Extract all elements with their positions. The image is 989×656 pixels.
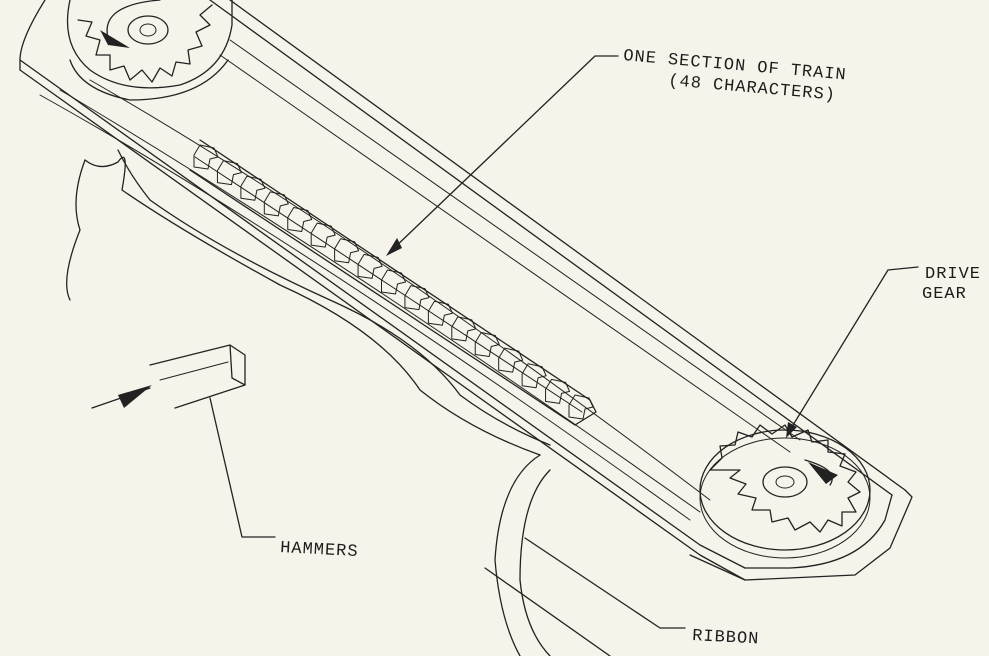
idler-rotation-arrow bbox=[106, 0, 161, 39]
idler-arrowhead-icon bbox=[100, 30, 130, 48]
track-inner-top-2 bbox=[219, 54, 791, 453]
character-slug bbox=[310, 222, 336, 248]
ribbon-edge-2 bbox=[117, 149, 551, 446]
ribbon-leader-line-2 bbox=[484, 567, 611, 656]
character-slug bbox=[545, 378, 571, 404]
idler-gear bbox=[66, 0, 233, 101]
ribbon-label: RIBBON bbox=[692, 627, 760, 649]
train-slug-outline-top bbox=[199, 139, 591, 401]
character-slug bbox=[498, 347, 524, 373]
track-outer-bottom bbox=[19, 69, 746, 581]
drive-label-line2: GEAR bbox=[922, 285, 967, 304]
track-outer-bottom-2 bbox=[19, 59, 746, 569]
character-slug bbox=[427, 300, 453, 326]
ribbon-body bbox=[66, 149, 551, 656]
train-slug-outline-mid bbox=[194, 156, 583, 413]
character-slug bbox=[263, 191, 289, 217]
train-track bbox=[19, 0, 913, 581]
idler-gear-hub bbox=[127, 15, 169, 45]
track-right-end bbox=[689, 489, 913, 581]
drive-gear-hub bbox=[762, 466, 808, 498]
ribbon-curve-1 bbox=[494, 454, 541, 656]
character-train-section bbox=[189, 139, 597, 426]
ribbon-edge-left bbox=[66, 159, 86, 301]
character-slug bbox=[193, 144, 219, 170]
character-slug bbox=[404, 285, 430, 311]
train-leader-arrow-icon bbox=[386, 238, 402, 256]
drive-gear-outer-2 bbox=[699, 437, 871, 559]
ribbon-edge-top bbox=[84, 156, 541, 456]
hammers-leader-line bbox=[209, 397, 276, 538]
character-slug bbox=[240, 175, 266, 201]
ribbon-curve-2 bbox=[519, 469, 551, 656]
track-inner-top-1 bbox=[229, 39, 801, 441]
idler-gear-teeth bbox=[77, 4, 213, 83]
drive-gear bbox=[699, 424, 871, 559]
character-slug bbox=[474, 332, 500, 357]
ribbon-leader-line-1 bbox=[524, 537, 686, 629]
hammer-block-face bbox=[229, 344, 246, 386]
character-slug bbox=[451, 316, 477, 342]
drive-gear-hub-inner bbox=[775, 475, 795, 489]
character-slug bbox=[357, 253, 383, 279]
hammer-block bbox=[91, 344, 246, 409]
train-slug-outline-bottom bbox=[189, 169, 576, 426]
idler-gear-hub-inner bbox=[139, 23, 157, 37]
character-slug bbox=[381, 269, 406, 295]
hammers-label: HAMMERS bbox=[280, 539, 359, 562]
character-slug bbox=[287, 207, 313, 232]
hammer-block-outline bbox=[149, 344, 246, 409]
hammer-block-line bbox=[159, 361, 229, 381]
drive-gear-outer bbox=[699, 429, 871, 551]
character-slug bbox=[334, 238, 360, 264]
track-left-end bbox=[19, 0, 46, 71]
character-slug bbox=[521, 363, 547, 389]
idler-gear-ring bbox=[66, 0, 233, 89]
drive-arrowhead-icon bbox=[808, 462, 838, 484]
drive-leader-arrow-icon bbox=[786, 422, 797, 438]
track-lower-1 bbox=[39, 94, 691, 521]
character-slug bbox=[568, 394, 594, 420]
drive-gear-teeth bbox=[709, 424, 861, 533]
idler-gear-base bbox=[69, 59, 229, 101]
track-outer-top bbox=[229, 0, 906, 491]
track-lower-3 bbox=[89, 79, 711, 501]
drive-leader-line bbox=[789, 266, 919, 431]
track-outer-top-2 bbox=[209, 0, 893, 496]
drive-label-line1: DRIVE bbox=[925, 265, 981, 284]
hammer-arrow-icon bbox=[118, 385, 152, 408]
character-slug bbox=[216, 160, 242, 186]
train-leader-line bbox=[391, 55, 619, 251]
track-right-end-inner bbox=[744, 494, 893, 569]
track-lower-2 bbox=[59, 89, 701, 513]
